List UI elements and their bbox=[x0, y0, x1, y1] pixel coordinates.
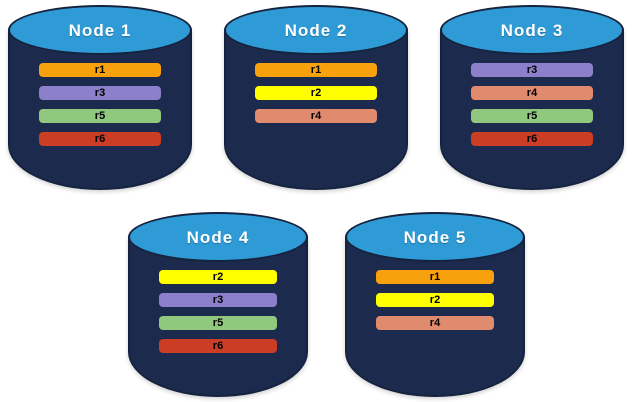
node-2-cylinder-top bbox=[224, 5, 408, 55]
node-5-cylinder-top bbox=[345, 212, 525, 262]
node-3-cylinder-top bbox=[440, 5, 624, 55]
node-4-record-r3[interactable]: r3 bbox=[158, 293, 278, 307]
node-5-record-r4[interactable]: r4 bbox=[375, 316, 495, 330]
node-3[interactable]: Node 3 r3 r4 r5 r6 bbox=[440, 5, 624, 190]
node-1-cylinder-top bbox=[8, 5, 192, 55]
node-3-record-r4[interactable]: r4 bbox=[471, 86, 593, 100]
node-4-cylinder-top bbox=[128, 212, 308, 262]
node-4-record-list: r2 r3 r5 r6 bbox=[158, 270, 278, 353]
node-5-record-r1[interactable]: r1 bbox=[375, 270, 495, 284]
node-3-record-r3[interactable]: r3 bbox=[471, 63, 593, 77]
node-1-record-list: r1 r3 r5 r6 bbox=[39, 63, 161, 146]
node-4[interactable]: Node 4 r2 r3 r5 r6 bbox=[128, 212, 308, 397]
node-5-record-list: r1 r2 r4 bbox=[375, 270, 495, 330]
node-1-record-r1[interactable]: r1 bbox=[39, 63, 161, 77]
node-5-title: Node 5 bbox=[403, 228, 467, 247]
node-4-record-r2[interactable]: r2 bbox=[158, 270, 278, 284]
node-2[interactable]: Node 2 r1 r2 r4 bbox=[224, 5, 408, 190]
node-2-record-r2[interactable]: r2 bbox=[255, 86, 377, 100]
node-1-title: Node 1 bbox=[68, 21, 132, 40]
node-4-record-r5[interactable]: r5 bbox=[158, 316, 278, 330]
node-3-record-r6[interactable]: r6 bbox=[471, 132, 593, 146]
node-4-title: Node 4 bbox=[186, 228, 250, 247]
node-5-record-r2[interactable]: r2 bbox=[375, 293, 495, 307]
node-3-title: Node 3 bbox=[500, 21, 564, 40]
node-5[interactable]: Node 5 r1 r2 r4 bbox=[345, 212, 525, 397]
node-1[interactable]: Node 1 r1 r3 r5 r6 bbox=[8, 5, 192, 190]
node-3-record-r5[interactable]: r5 bbox=[471, 109, 593, 123]
node-2-record-r1[interactable]: r1 bbox=[255, 63, 377, 77]
node-2-record-list: r1 r2 r4 bbox=[255, 63, 377, 123]
node-3-record-list: r3 r4 r5 r6 bbox=[471, 63, 593, 146]
node-1-record-r3[interactable]: r3 bbox=[39, 86, 161, 100]
node-1-record-r5[interactable]: r5 bbox=[39, 109, 161, 123]
node-4-record-r6[interactable]: r6 bbox=[158, 339, 278, 353]
node-2-record-r4[interactable]: r4 bbox=[255, 109, 377, 123]
node-1-record-r6[interactable]: r6 bbox=[39, 132, 161, 146]
node-2-title: Node 2 bbox=[284, 21, 348, 40]
